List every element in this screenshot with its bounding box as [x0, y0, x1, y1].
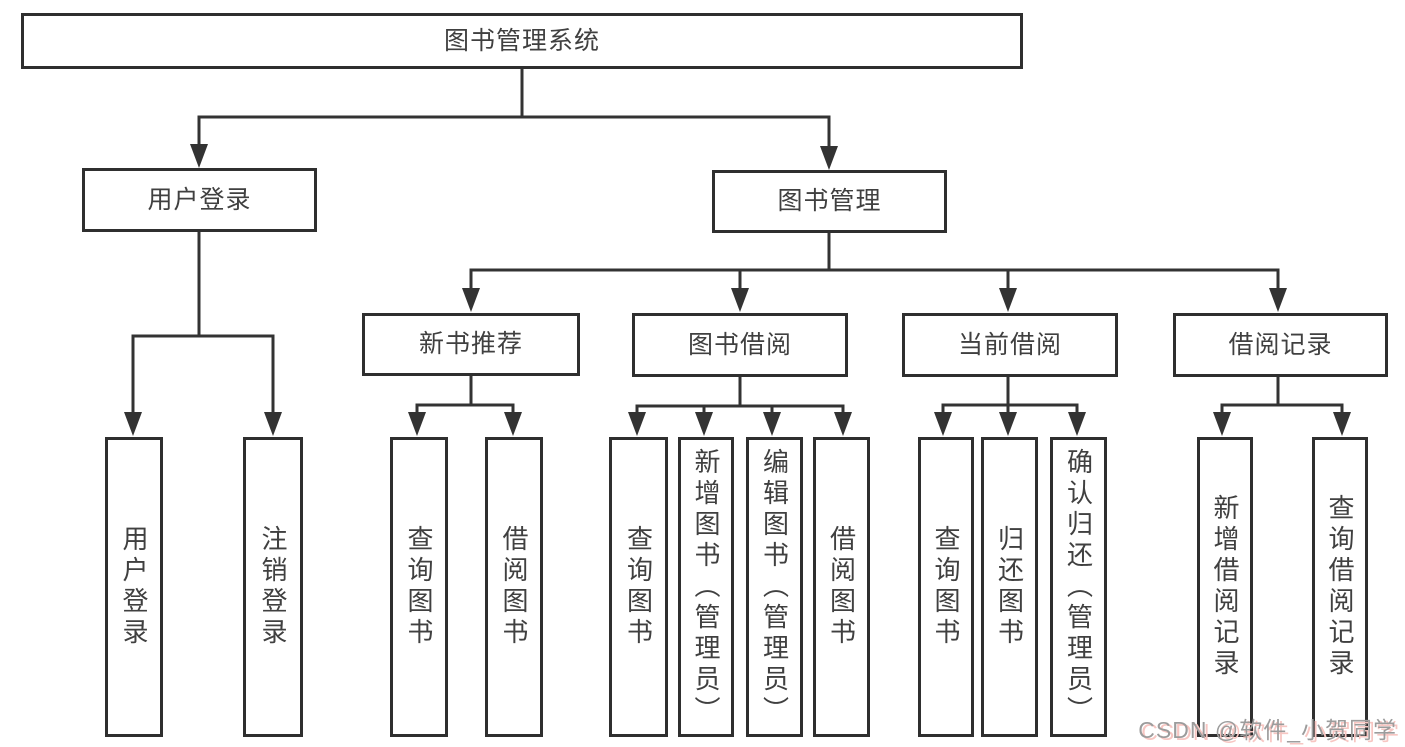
node-new-book-recommend-label: 新书推荐 [418, 330, 523, 358]
node-current-borrow-label: 当前借阅 [957, 330, 1062, 359]
node-borrow-records: 借阅记录 [1173, 313, 1388, 377]
node-user-login: 用户登录 [82, 168, 317, 232]
leaf-borrow-books-label: 借阅图书 [826, 525, 857, 649]
leaf-borrow-books-recommend-label: 借阅图书 [499, 525, 529, 649]
connector-user-login-subtree [124, 232, 282, 436]
leaf-logout-label: 注销登录 [258, 525, 288, 649]
leaf-return-book: 归还图书 [981, 437, 1038, 737]
leaf-edit-book-admin-label: 编辑图书（管理员） [759, 447, 790, 727]
connector-root-to-level2 [190, 69, 838, 170]
leaf-query-books-borrow: 查询图书 [609, 437, 668, 737]
watermark: CSDN @软件_小贺同学 [1138, 717, 1397, 743]
leaf-query-books-recommend-label: 查询图书 [404, 525, 434, 649]
connector-new-book-subtree [408, 376, 522, 436]
connector-book-borrow-subtree [628, 377, 852, 436]
leaf-user-login: 用户登录 [105, 437, 163, 737]
leaf-add-borrow-record-label: 新增借阅记录 [1210, 494, 1240, 680]
leaf-user-login-label: 用户登录 [119, 525, 149, 649]
connector-borrow-records-subtree [1213, 377, 1351, 436]
leaf-add-book-admin-label: 新增图书（管理员） [691, 447, 721, 727]
node-book-borrow-label: 图书借阅 [687, 330, 792, 359]
leaf-add-book-admin: 新增图书（管理员） [678, 437, 734, 737]
leaf-query-books-recommend: 查询图书 [390, 437, 448, 737]
connector-book-mgmt-to-level3 [462, 233, 1287, 312]
node-root: 图书管理系统 [21, 13, 1023, 69]
leaf-confirm-return-admin: 确认归还（管理员） [1050, 437, 1107, 737]
node-new-book-recommend: 新书推荐 [362, 313, 580, 376]
node-borrow-records-label: 借阅记录 [1228, 330, 1333, 359]
node-root-label: 图书管理系统 [443, 26, 600, 55]
leaf-borrow-books: 借阅图书 [813, 437, 870, 737]
leaf-confirm-return-admin-label: 确认归还（管理员） [1063, 447, 1094, 727]
leaf-edit-book-admin: 编辑图书（管理员） [746, 437, 803, 737]
leaf-return-book-label: 归还图书 [994, 525, 1025, 649]
leaf-query-borrow-record: 查询借阅记录 [1312, 437, 1368, 737]
node-book-management-label: 图书管理 [777, 187, 882, 215]
leaf-query-books-current: 查询图书 [918, 437, 974, 737]
leaf-query-borrow-record-label: 查询借阅记录 [1325, 494, 1355, 680]
leaf-query-books-borrow-label: 查询图书 [623, 525, 654, 649]
node-user-login-label: 用户登录 [147, 185, 252, 214]
leaf-query-books-current-label: 查询图书 [931, 525, 961, 649]
connector-current-borrow-subtree [934, 377, 1086, 436]
node-current-borrow: 当前借阅 [902, 313, 1118, 377]
leaf-borrow-books-recommend: 借阅图书 [485, 437, 543, 737]
node-book-borrow: 图书借阅 [632, 313, 848, 377]
leaf-logout: 注销登录 [243, 437, 303, 737]
node-book-management: 图书管理 [712, 170, 947, 233]
leaf-add-borrow-record: 新增借阅记录 [1197, 437, 1253, 737]
